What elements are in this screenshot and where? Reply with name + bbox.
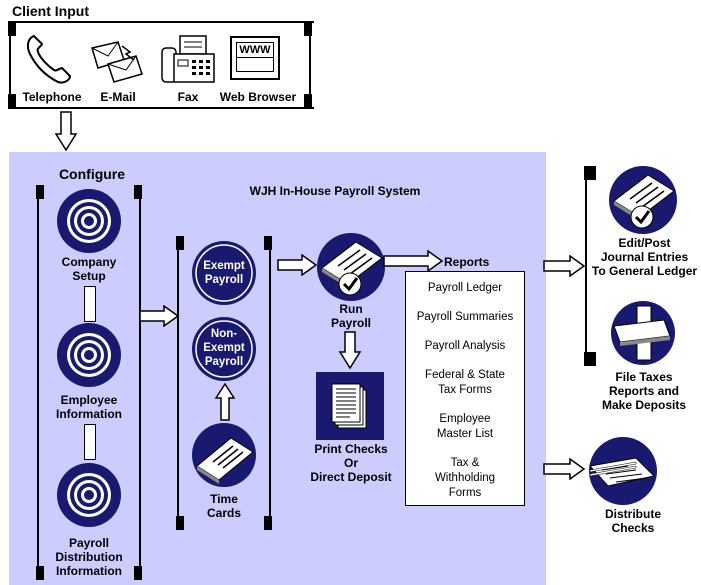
arrow-run-to-reports [383,250,444,272]
arrow-run-to-print [338,331,362,370]
arrow-configure-to-payroll [139,305,180,327]
payroll-distribution-icon [57,463,121,527]
reports-list: Payroll Ledger Payroll Summaries Payroll… [405,271,525,506]
file-taxes-label: File Taxes Reports and Make Deposits [601,370,687,412]
configure-title: Configure [58,166,126,182]
time-cards-icon [192,423,256,487]
config-step-company-setup: Company Setup [61,255,117,283]
exempt-payroll-icon [192,241,256,305]
web-browser-icon: WWW [230,36,280,80]
report-item-employee-master-list: Employee Master List [436,413,494,440]
distribute-checks-label: Distribute Checks [604,507,661,535]
report-item-payroll-summaries: Payroll Summaries [416,311,514,323]
distribute-checks-icon [589,437,657,505]
non-exempt-payroll-label: Non- Exempt Payroll [203,328,245,368]
outputs-bracket [584,166,596,366]
journal-entries-label: Edit/Post Journal Entries To General Led… [591,236,698,278]
non-exempt-payroll-icon [192,317,256,381]
arrow-reports-to-distribute [543,458,586,480]
time-cards-label: Time Cards [206,492,241,520]
file-taxes-icon [611,301,675,365]
reports-title: Reports [444,255,490,269]
config-connector-2 [84,424,96,460]
channel-label-web-browser: Web Browser [219,90,297,104]
telephone-icon [26,34,72,84]
journal-entries-icon [609,166,677,234]
config-connector-1 [84,286,96,322]
print-checks-label: Print Checks Or Direct Deposit [310,442,392,484]
fax-icon [161,35,215,83]
report-item-tax-forms: Federal & State Tax Forms [425,369,505,396]
channel-label-fax: Fax [177,90,199,104]
payroll-types-bracket [176,236,272,530]
arrow-payroll-to-run [277,254,318,276]
client-input-title: Client Input [12,3,89,19]
channel-label-email: E-Mail [100,90,136,104]
channel-label-telephone: Telephone [22,90,82,104]
report-item-withholding-forms: Tax & Withholding Forms [434,457,496,499]
configure-bracket [36,185,142,580]
print-checks-icon [316,372,384,440]
exempt-payroll-label: Exempt Payroll [203,260,245,286]
employee-info-icon [57,323,121,387]
system-title: WJH In-House Payroll System [249,184,421,198]
config-step-payroll-distribution: Payroll Distribution Information [55,536,123,578]
arrow-client-to-system [54,111,78,152]
company-setup-icon [57,189,121,253]
run-payroll-icon [317,233,385,301]
run-payroll-label: Run Payroll [330,302,372,330]
config-step-employee-information: Employee Information [56,393,122,421]
client-input-bracket [8,21,314,109]
web-browser-icon-text: WWW [237,43,273,58]
report-item-payroll-ledger: Payroll Ledger [427,282,503,294]
arrow-reports-to-journal [543,255,586,277]
report-item-payroll-analysis: Payroll Analysis [424,340,506,352]
arrow-timecards-to-nonexempt [214,382,236,421]
email-icon [91,41,143,83]
